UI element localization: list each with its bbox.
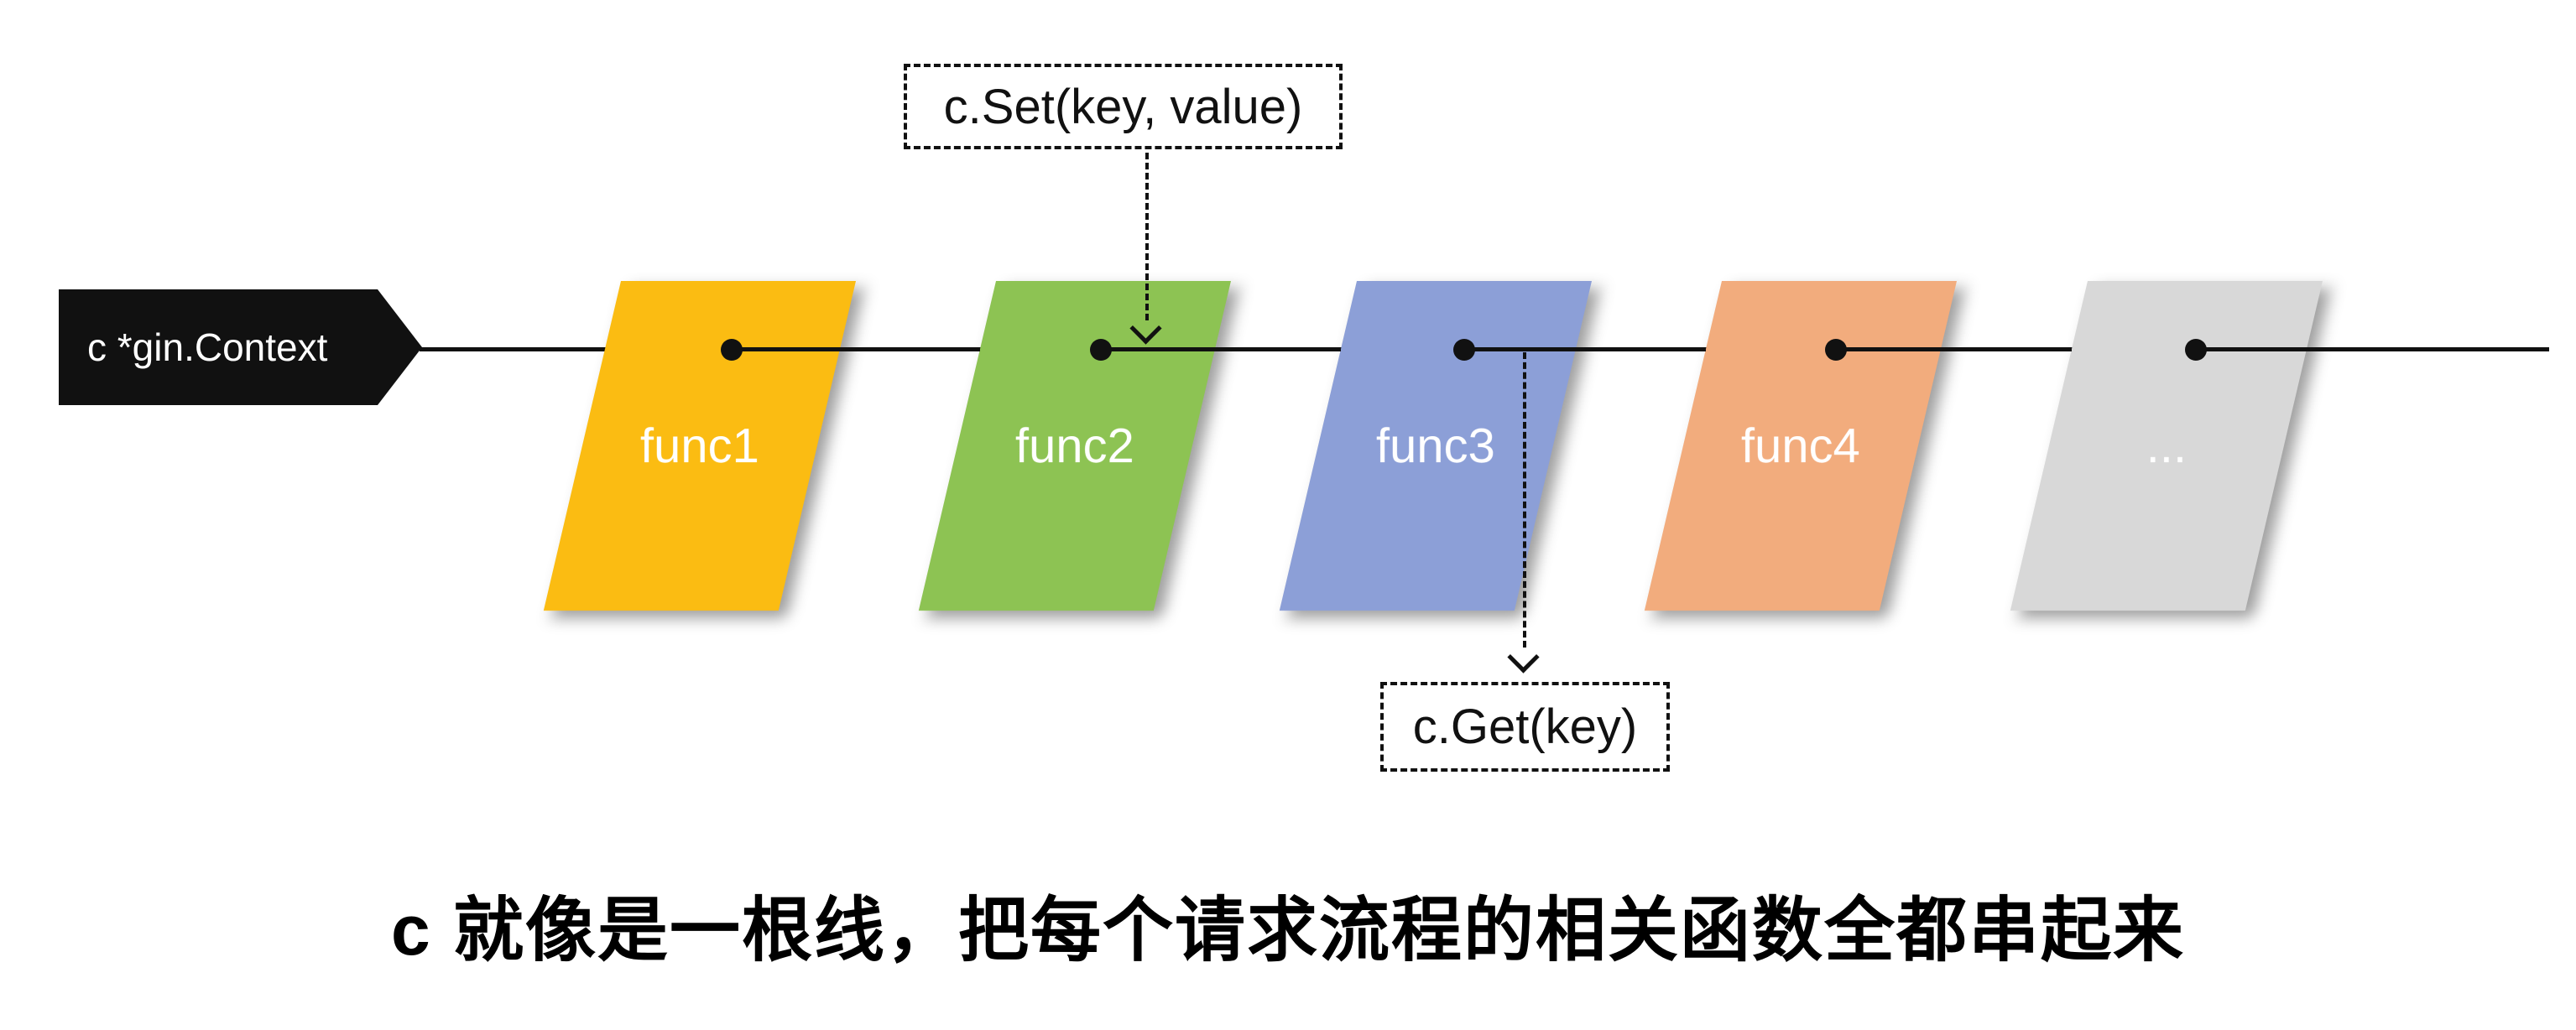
set-call-box: c.Set(key, value) [904, 64, 1343, 149]
flow-line-segment [1101, 347, 1341, 351]
set-call-label: c.Set(key, value) [943, 79, 1303, 134]
get-arrow [1523, 352, 1526, 648]
func2-shape: func2 [918, 281, 1231, 611]
func4-shape: func4 [1644, 281, 1957, 611]
flow-line-segment [1464, 347, 1706, 351]
flow-line-segment [2196, 347, 2549, 351]
connection-dot [721, 339, 743, 361]
connection-dot [1090, 339, 1112, 361]
caption: c 就像是一根线，把每个请求流程的相关函数全都串起来 [390, 891, 2186, 970]
func3-label: func3 [1375, 419, 1495, 473]
flow-line-segment [1836, 347, 2072, 351]
func3-shape: func3 [1279, 281, 1592, 611]
get-call-label: c.Get(key) [1412, 700, 1638, 754]
get-call-box: c.Get(key) [1380, 682, 1670, 772]
context-pentagon: c *gin.Context [59, 289, 422, 405]
connection-dot [1453, 339, 1475, 361]
func1-label: func1 [639, 419, 759, 473]
set-arrow [1145, 153, 1149, 320]
ellipsis-shape: ... [2010, 281, 2323, 611]
func1-shape: func1 [543, 281, 856, 611]
flow-line-segment [732, 347, 980, 351]
arrow-down-icon [1507, 641, 1540, 674]
connection-dot [1825, 339, 1847, 361]
func4-label: func4 [1740, 419, 1860, 473]
ellipsis-label: ... [2146, 419, 2188, 473]
context-label: c *gin.Context [87, 325, 328, 369]
connection-dot [2185, 339, 2207, 361]
